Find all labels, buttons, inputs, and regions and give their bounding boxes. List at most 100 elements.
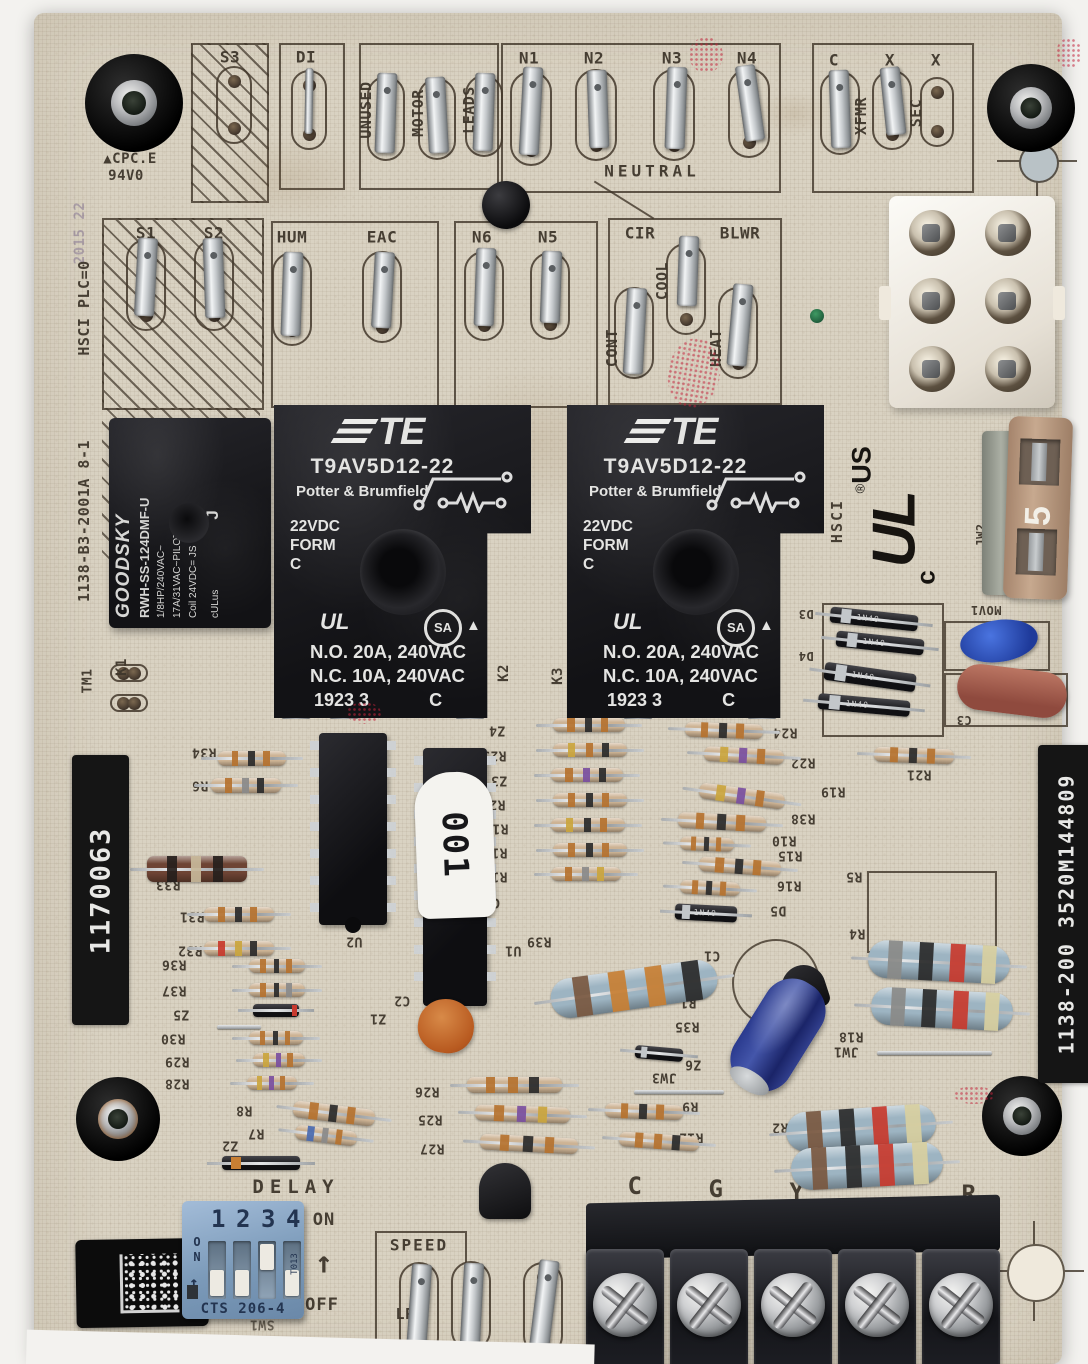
triangle-mark: ▲ <box>759 617 774 634</box>
dip-brand: CTS 206-4 <box>200 1301 286 1317</box>
silk-label-R21: R21 <box>906 766 932 782</box>
relay-c: C <box>722 690 736 710</box>
relay-form-c: C <box>290 556 302 573</box>
relay-volt: 22VDC <box>583 518 633 535</box>
mounting-eyelet <box>111 80 157 126</box>
diode <box>634 1044 684 1062</box>
ic-u2 <box>310 733 396 933</box>
diode <box>238 1003 314 1017</box>
relay-brand: GOODSKY <box>113 513 134 618</box>
silk-label-▲CPC.E: ▲CPC.E <box>103 151 157 167</box>
connector-cavity <box>985 346 1031 392</box>
ic-notch <box>345 917 361 933</box>
serial-bar-left: 1170063 <box>72 755 129 1025</box>
relay-nc-rating: N.C. 10A, 240VAC <box>310 665 465 686</box>
silk-label-R16: R16 <box>776 877 802 893</box>
connector-cavity <box>909 278 955 324</box>
silk-label-N5: N5 <box>537 227 559 247</box>
silk-label-R38: R38 <box>790 810 816 826</box>
silk-label-S3: S3 <box>219 47 241 67</box>
silk-label-Z2: Z2 <box>221 1137 239 1153</box>
ul-icon: UL <box>613 609 643 634</box>
resistor <box>449 1077 579 1093</box>
silk-label-R37: R37 <box>161 982 187 998</box>
fuse-rating: 5 <box>1016 505 1059 527</box>
power-resistor <box>548 957 720 1021</box>
silk-label-C: C <box>627 1172 643 1200</box>
spade-terminal <box>539 250 563 324</box>
te-logo-bars <box>622 419 672 445</box>
silk-label-D5: D5 <box>769 902 787 918</box>
relay-goodsky-k1: GOODSKY RWH-SS-124DMF-U 1/8HP/240VAC~ 17… <box>109 418 271 628</box>
resistor <box>536 718 642 732</box>
connector-tab <box>879 286 891 320</box>
terminal-w <box>838 1249 916 1364</box>
silk-label-X: X <box>930 50 942 70</box>
relay-te-k2: TE T9AV5D12-22 Potter & Brumfield 22VDC … <box>274 405 531 718</box>
dip-slider-2 <box>235 1270 249 1296</box>
te-logo-bars <box>329 419 379 445</box>
screw <box>677 1273 741 1337</box>
terminal-y <box>754 1249 832 1364</box>
spade-terminal <box>133 237 159 317</box>
silk-label-R35: R35 <box>674 1018 700 1034</box>
mounting-eyelet <box>1010 87 1052 129</box>
resistor <box>698 782 786 810</box>
silk-label-HUM: HUM <box>276 227 308 247</box>
molex-connector <box>879 196 1065 408</box>
resistor <box>479 1133 579 1155</box>
up-arrow-icon: ↑ <box>189 1273 199 1292</box>
silk-label-TM1: TM1 <box>80 668 96 694</box>
relay-c: C <box>429 690 443 710</box>
silk-label-R39: R39 <box>526 933 552 949</box>
silk-label-C2: C2 <box>393 992 411 1008</box>
spade-terminal <box>664 66 688 150</box>
dip-slider-3 <box>260 1244 274 1270</box>
relay-cert: cULus <box>210 589 221 618</box>
stain <box>214 135 364 221</box>
silk-label-R28: R28 <box>164 1075 190 1091</box>
resistor <box>232 1031 320 1045</box>
dip-slider-4 <box>285 1270 299 1296</box>
relay-form-c: C <box>583 556 595 573</box>
resistor <box>679 879 741 897</box>
dip-digit-1: 1 <box>211 1205 226 1233</box>
dip-mark <box>187 1285 198 1299</box>
power-resistor <box>790 1141 944 1191</box>
silk-label-N2: N2 <box>583 48 605 68</box>
resistor <box>534 768 640 782</box>
triangle-mark: ▲ <box>466 617 481 634</box>
silk-label-K1: K1 <box>114 658 130 676</box>
silk-label-R19: R19 <box>820 783 846 799</box>
silk-label-R27: R27 <box>419 1140 445 1156</box>
silk-label-C3: C3 <box>956 713 972 727</box>
part-number: 1138-200 3520M144809 <box>1054 773 1079 1055</box>
stain <box>759 90 829 136</box>
silk-label-XFMR: XFMR <box>852 96 870 136</box>
dip-digit-4: 4 <box>286 1205 301 1233</box>
relay-model: T9AV5D12-22 <box>603 455 748 478</box>
led-green <box>810 309 824 323</box>
resistor <box>534 818 642 832</box>
silk-label-R7: R7 <box>247 1125 265 1141</box>
connector-cavity <box>985 210 1031 256</box>
jumper-wire <box>634 1090 724 1094</box>
relay-no-rating: N.O. 20A, 240VAC <box>603 641 759 662</box>
resistor <box>187 906 291 922</box>
spade-terminal <box>202 237 226 319</box>
silk-label-DELAY: DELAY <box>252 1176 340 1198</box>
terminal-c <box>586 1249 664 1364</box>
spade-terminal <box>425 76 449 154</box>
capacitor-black-round <box>482 181 530 229</box>
relay-boss <box>653 529 739 615</box>
silk-label-K3: K3 <box>550 667 566 685</box>
resistor <box>604 1102 684 1120</box>
silk-label-R25: R25 <box>417 1111 443 1127</box>
diode <box>207 1156 315 1170</box>
ul-icon: UL <box>320 609 350 634</box>
silk-label-N3: N3 <box>661 48 683 68</box>
silk-label-HSCI: HSCI <box>828 498 846 544</box>
fiducial-bottom-right <box>1007 1244 1065 1302</box>
solder-pad <box>216 66 252 144</box>
terminal-g <box>670 1249 748 1364</box>
